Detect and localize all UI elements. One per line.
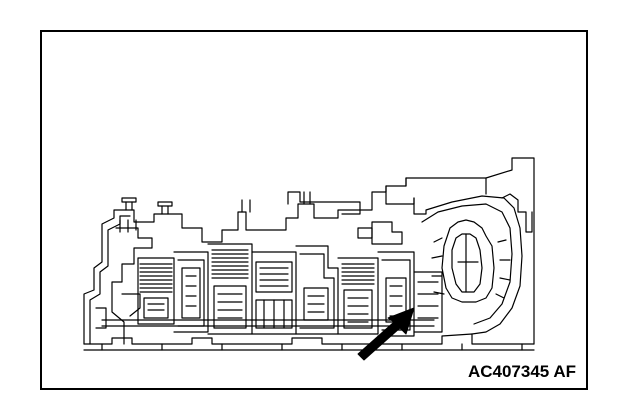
- main-shaft: [101, 319, 435, 327]
- valve-body: [287, 191, 361, 215]
- oil-pan-edge: [83, 333, 535, 345]
- transmission-cross-section-drawing: [83, 157, 535, 361]
- bell-housing-inner: [421, 203, 513, 325]
- figure-code: AC407345 AF: [467, 362, 576, 381]
- planetary-gear-set: [251, 251, 297, 335]
- bell-housing: [413, 195, 523, 335]
- figure-frame: AC407345 AF: [40, 30, 588, 390]
- converter-core: [451, 233, 483, 293]
- top-studs: [125, 191, 311, 215]
- clutch-pack-4: [337, 257, 379, 335]
- housing-inner-line: [89, 215, 131, 345]
- left-case-detail: [111, 227, 153, 345]
- intermediate-housing: [295, 245, 339, 335]
- right-upper-housing: [385, 177, 487, 205]
- housing-outline: [83, 157, 535, 345]
- clutch-pack-3: [207, 243, 253, 335]
- converter-cone: [441, 219, 495, 303]
- arrow-icon: [357, 307, 415, 361]
- bell-flange: [501, 193, 533, 233]
- converter-blades: [431, 237, 511, 299]
- clutch-drum-2: [173, 251, 209, 333]
- clutch-pack-1: [137, 257, 175, 325]
- upper-boss: [371, 221, 403, 245]
